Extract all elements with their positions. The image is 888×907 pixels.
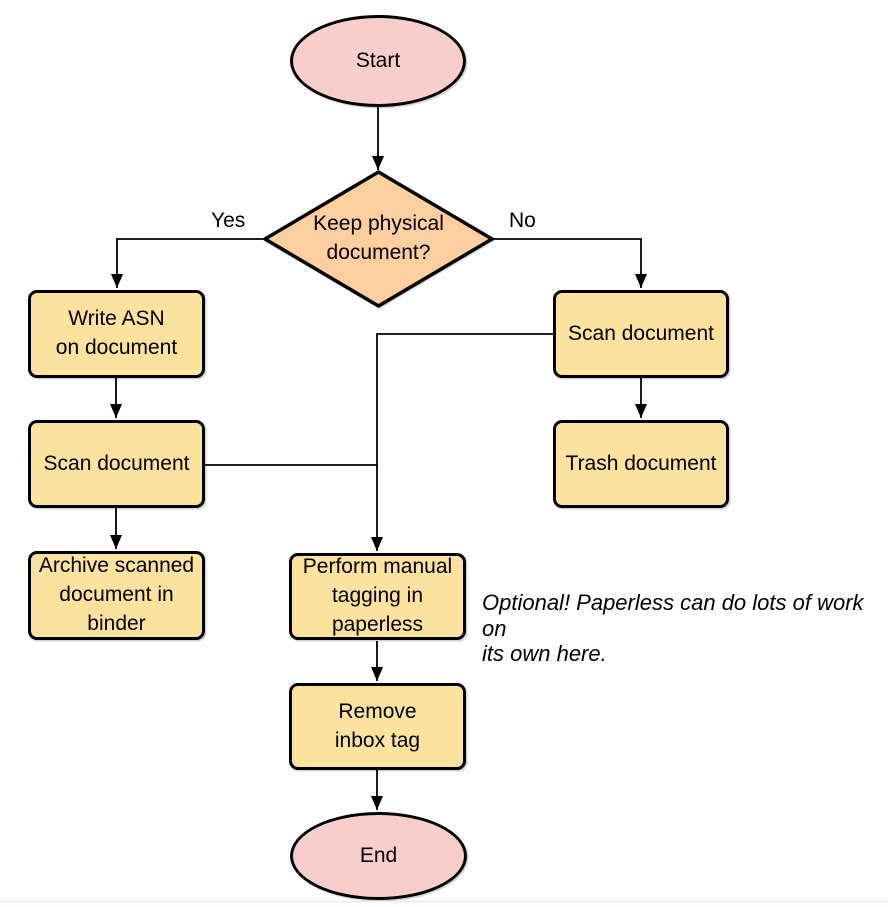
page-bottom-rule — [0, 901, 888, 902]
process-manual-tagging: Perform manual tagging in paperless — [289, 553, 466, 640]
process-remove-inbox-tag: Remove inbox tag — [289, 683, 466, 770]
process-write-asn-label: Write ASN on document — [55, 307, 178, 359]
edge-label-yes: Yes — [211, 209, 246, 232]
process-archive-document-label: Archive scanned document in binder — [38, 554, 195, 635]
process-scan-document-left: Scan document — [28, 420, 205, 508]
edge-decision-scan-right — [492, 238, 647, 288]
process-scan-document-right: Scan document — [553, 290, 729, 378]
process-scan-document-right-label: Scan document — [568, 321, 714, 345]
page-bottom-strip — [0, 902, 888, 907]
optional-note: Optional! Paperless can do lots of work … — [482, 590, 864, 667]
decision-label: Keep physical document? — [313, 212, 444, 264]
process-trash-document: Trash document — [553, 420, 729, 508]
edge-scan-right-tagging — [371, 333, 553, 551]
end-label: End — [359, 843, 398, 867]
edge-label-no: No — [509, 209, 536, 232]
process-write-asn: Write ASN on document — [28, 290, 205, 378]
end-terminator: End — [290, 812, 467, 900]
process-remove-inbox-tag-label: Remove inbox tag — [334, 699, 421, 752]
process-manual-tagging-label: Perform manual tagging in paperless — [302, 555, 453, 636]
edge-decision-write-asn — [111, 238, 265, 288]
process-scan-document-left-label: Scan document — [43, 451, 190, 475]
process-archive-document: Archive scanned document in binder — [28, 551, 205, 640]
start-terminator: Start — [290, 15, 466, 107]
start-label: Start — [355, 48, 401, 72]
process-trash-document-label: Trash document — [565, 451, 717, 475]
